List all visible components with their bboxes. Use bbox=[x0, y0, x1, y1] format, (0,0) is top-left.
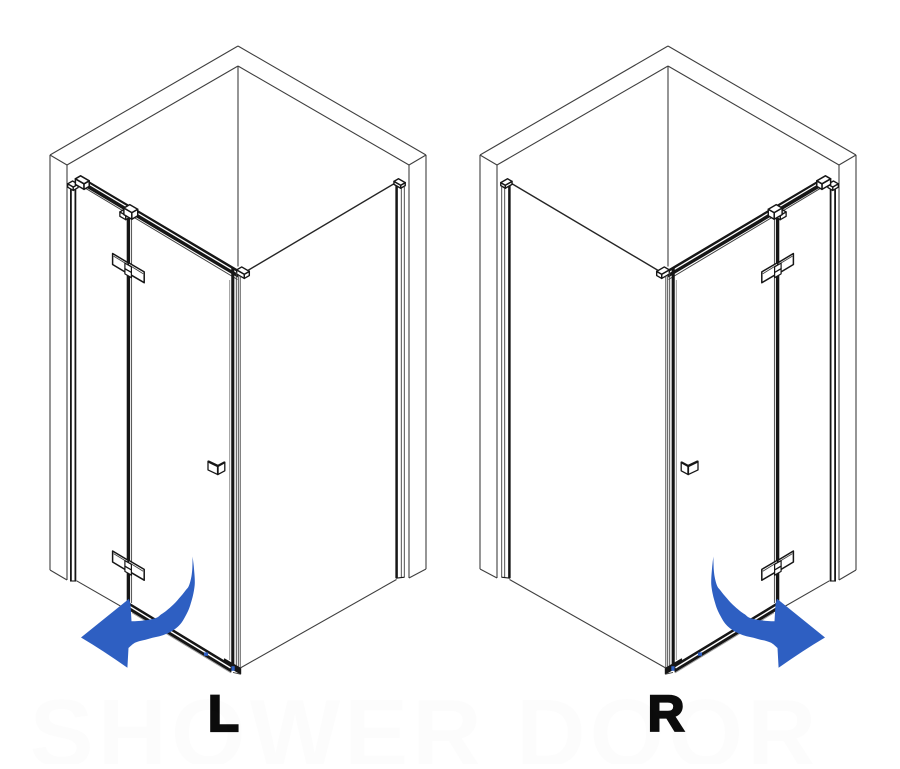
svg-text:R: R bbox=[648, 685, 685, 742]
svg-text:SHOWER DOOR: SHOWER DOOR bbox=[30, 680, 821, 764]
svg-text:L: L bbox=[208, 685, 239, 742]
